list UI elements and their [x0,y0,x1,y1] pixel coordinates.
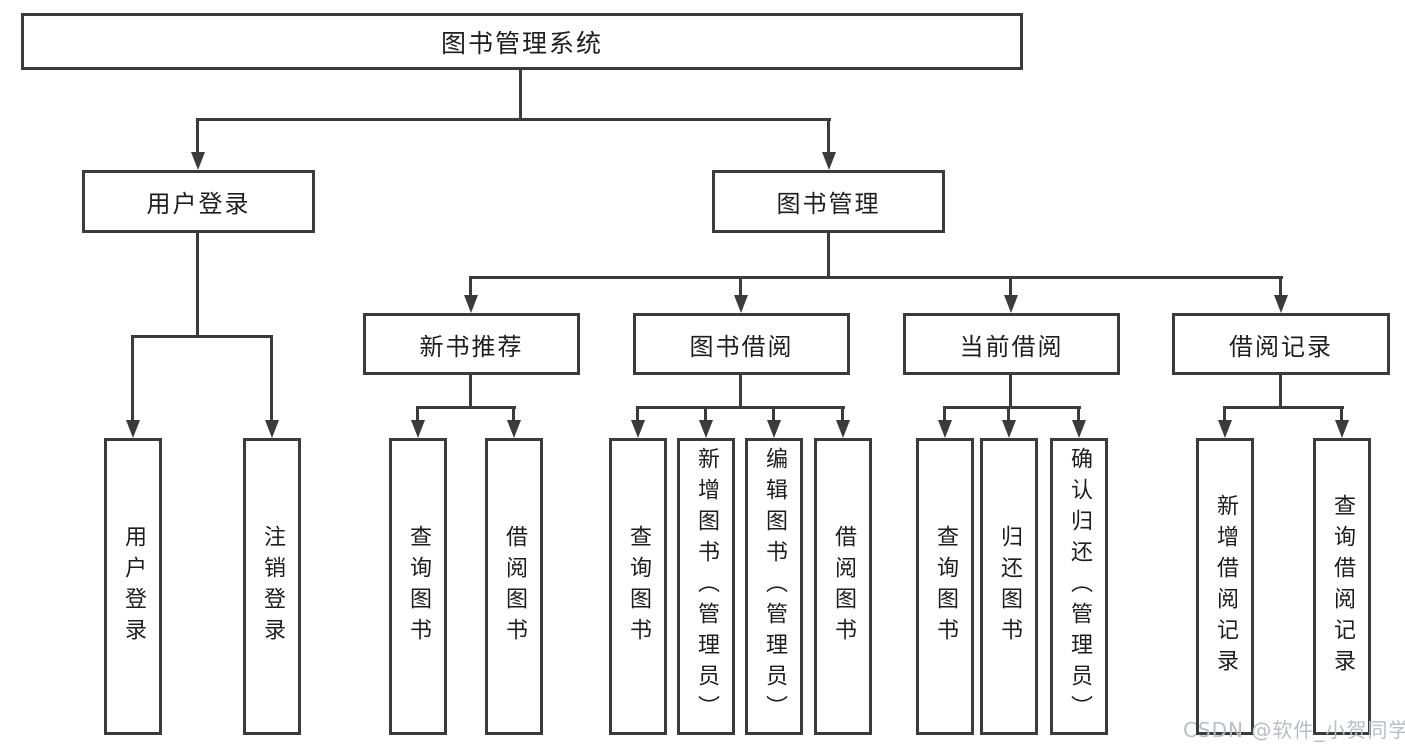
node-book-borrowing: 图书借阅 [633,313,850,375]
leaf-logout: 注销登录 [243,438,301,735]
connector-line [469,375,472,406]
leaf-add-books-admin: 新增图书（管理员） [677,438,735,735]
leaf-borrow-books-recommend: 借阅图书 [485,438,543,735]
connector-line [469,279,472,297]
connector-line [469,276,1283,279]
connector-line [196,233,199,335]
arrowhead-down-icon [411,420,425,438]
node-user-login: 用户登录 [82,170,315,233]
connector-line [943,406,1081,409]
connector-line [1279,375,1282,406]
arrowhead-down-icon [1218,420,1232,438]
csdn-watermark: CSDN @软件_小贺同学 [1183,718,1405,742]
arrowhead-down-icon [464,295,478,313]
leaf-edit-books-admin: 编辑图书（管理员） [745,438,803,735]
connector-line [1223,406,1344,409]
connector-line [739,279,742,297]
connector-line [196,118,831,121]
leaf-query-books-current: 查询图书 [916,438,974,735]
leaf-add-borrow-record: 新增借阅记录 [1196,438,1254,735]
leaf-query-books-borrowing: 查询图书 [609,438,667,735]
leaf-query-borrow-record: 查询借阅记录 [1313,438,1371,735]
connector-line [519,70,522,118]
arrowhead-down-icon [699,420,713,438]
arrowhead-down-icon [191,152,205,170]
leaf-query-books-recommend: 查询图书 [389,438,447,735]
arrowhead-down-icon [1002,420,1016,438]
connector-line [1340,409,1343,422]
connector-line [827,121,830,154]
connector-line [827,233,830,276]
node-current-borrowing: 当前借阅 [903,313,1120,375]
node-new-book-recommendation: 新书推荐 [363,313,580,375]
arrowhead-down-icon [265,420,279,438]
leaf-user-login: 用户登录 [104,438,162,735]
connector-line [131,338,134,422]
connector-line [636,409,639,422]
node-book-management: 图书管理 [712,170,945,233]
connector-line [772,409,775,422]
connector-line [739,375,742,406]
node-library-management-system: 图书管理系统 [21,13,1023,70]
arrowhead-down-icon [734,295,748,313]
connector-line [1279,279,1282,297]
connector-line [1009,375,1012,406]
connector-line [1009,279,1012,297]
arrowhead-down-icon [767,420,781,438]
connector-line [196,121,199,154]
arrowhead-down-icon [1274,295,1288,313]
arrowhead-down-icon [836,420,850,438]
arrowhead-down-icon [631,420,645,438]
node-borrowing-records: 借阅记录 [1172,313,1390,375]
arrowhead-down-icon [126,420,140,438]
connector-line [636,406,845,409]
leaf-return-books: 归还图书 [980,438,1038,735]
arrowhead-down-icon [1072,420,1086,438]
connector-line [416,409,419,422]
connector-line [512,409,515,422]
connector-line [1223,409,1226,422]
arrowhead-down-icon [938,420,952,438]
connector-line [943,409,946,422]
connector-line [1077,409,1080,422]
leaf-confirm-return-admin: 确认归还（管理员） [1050,438,1108,735]
leaf-borrow-books: 借阅图书 [814,438,872,735]
connector-line [416,406,516,409]
connector-line [841,409,844,422]
arrowhead-down-icon [507,420,521,438]
connector-line [131,335,273,338]
connector-line [270,338,273,422]
arrowhead-down-icon [822,152,836,170]
connector-line [704,409,707,422]
arrowhead-down-icon [1335,420,1349,438]
connector-line [1007,409,1010,422]
arrowhead-down-icon [1004,295,1018,313]
